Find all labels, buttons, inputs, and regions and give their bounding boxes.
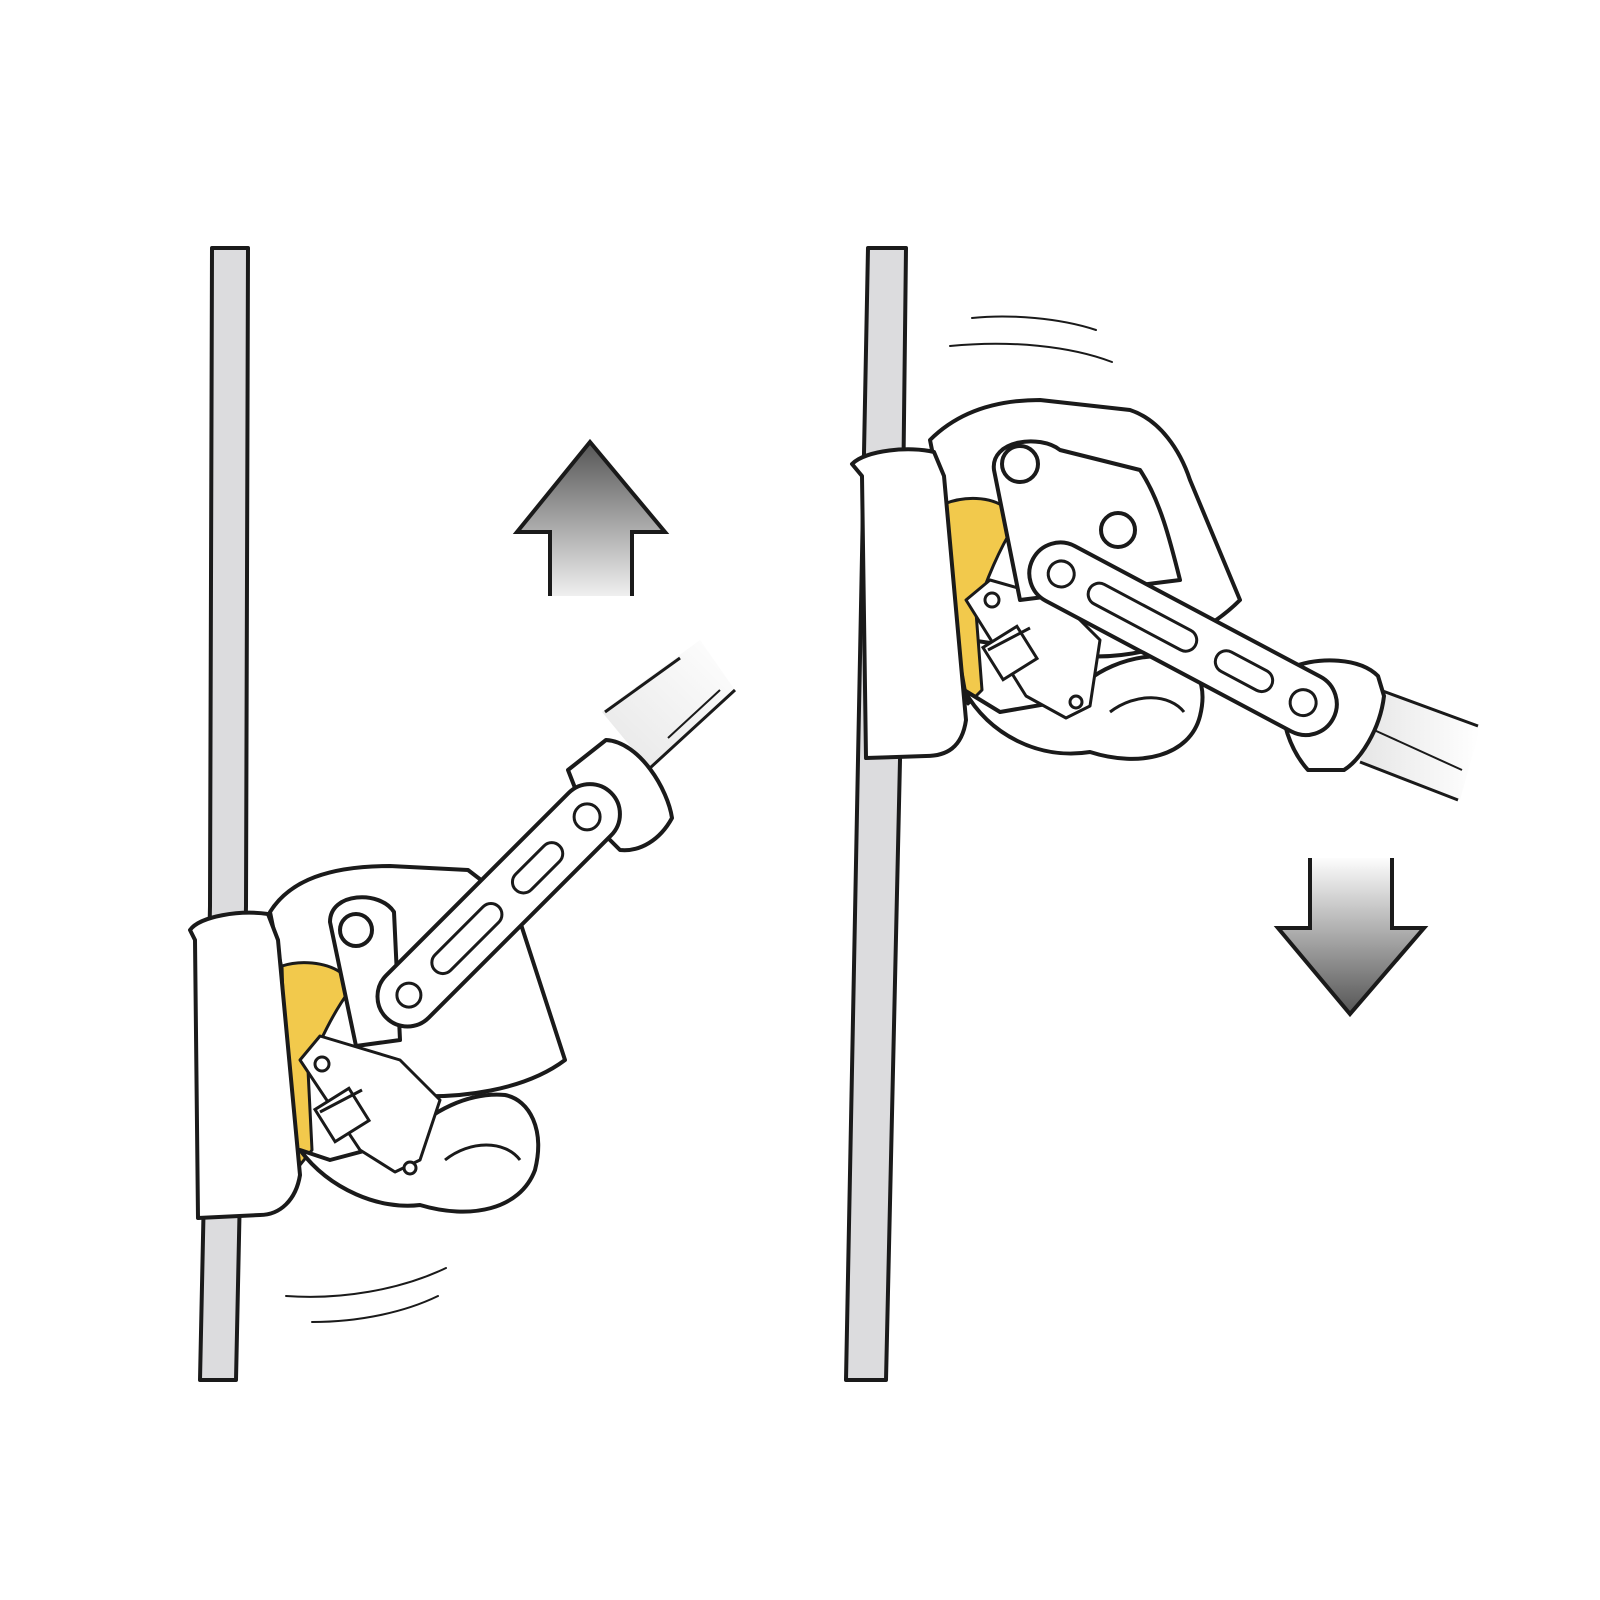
pivot-bolt-right-top: [1000, 444, 1040, 484]
arm-hole-low-right: [1046, 559, 1076, 589]
panel-descend: [844, 246, 1480, 1382]
lanyard-left: [602, 640, 737, 770]
arm-slot-short-right: [1213, 649, 1275, 694]
rivet-small-left-1: [313, 1055, 331, 1073]
trigger-arm-right[interactable]: [1018, 532, 1347, 746]
arm-slot-short-left: [510, 841, 565, 895]
rivet-small-right-1: [983, 591, 1001, 609]
slot-square-right: [980, 624, 1040, 682]
rope-guard-right: [850, 447, 968, 760]
pivot-bolt-right-mid: [1099, 511, 1137, 549]
arm-slot-long-left: [430, 901, 504, 976]
arm-hole-high-right: [1288, 688, 1318, 718]
panel-ascend: [188, 246, 737, 1382]
motion-lines-left: [285, 1267, 447, 1323]
lanyard-right: [1359, 688, 1480, 802]
pivot-bolt-left: [338, 912, 374, 948]
arrow-down-icon: [1273, 854, 1429, 1018]
rivet-small-left-2: [402, 1160, 418, 1176]
trigger-arm-left[interactable]: [365, 772, 632, 1039]
motion-lines-right: [949, 315, 1113, 363]
slot-square-left: [312, 1086, 372, 1144]
arm-hole-low-left: [395, 981, 423, 1009]
rope-guard-left: [188, 910, 302, 1220]
mechanism-plate-left: [298, 1034, 442, 1174]
arm-slot-long-right: [1086, 581, 1199, 653]
arm-hole-high-left: [572, 802, 602, 832]
arrow-up-icon: [512, 438, 670, 614]
rope-right: [844, 246, 908, 1382]
mechanism-plate-right: [964, 578, 1102, 720]
rivet-small-right-2: [1068, 694, 1084, 710]
